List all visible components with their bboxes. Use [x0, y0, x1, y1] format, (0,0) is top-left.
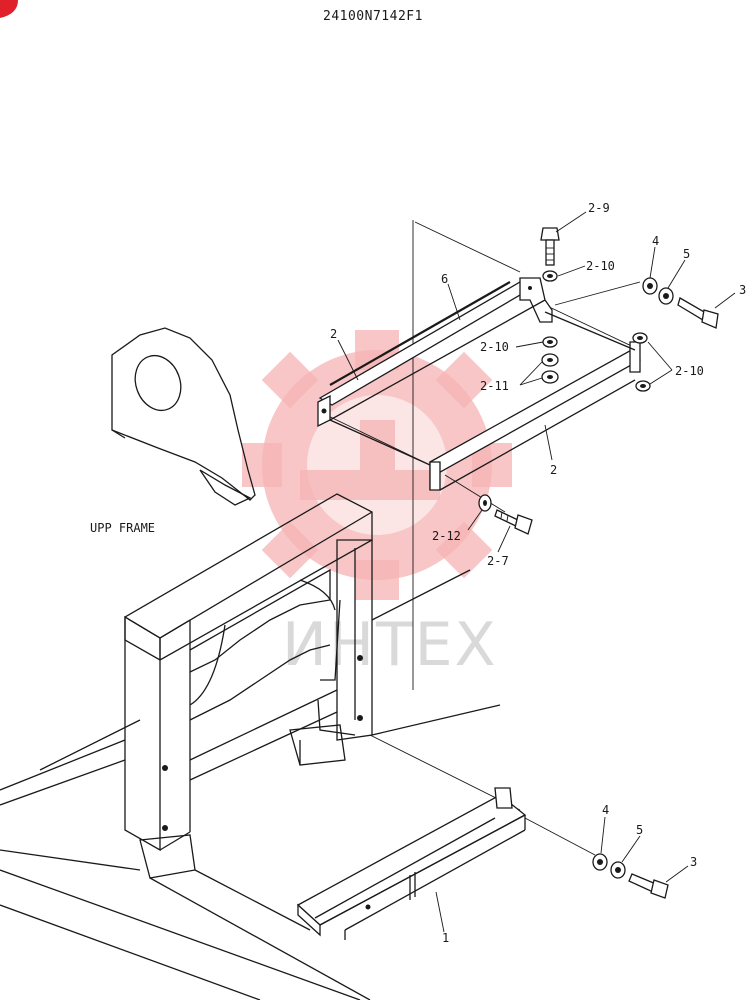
callout-4-bottom: 4 [602, 803, 609, 817]
callout-5-top: 5 [683, 247, 690, 261]
wing-bolt-2-7 [494, 509, 533, 535]
corner-mark [0, 0, 18, 18]
callout-2-10-top: 2-10 [586, 259, 615, 273]
callout-2-9: 2-9 [588, 201, 610, 215]
callout-2-11: 2-11 [480, 379, 509, 393]
callout-2-10-mid: 2-10 [480, 340, 509, 354]
bolt-2-9 [540, 227, 560, 266]
watermark-text: ИНТЕХ [282, 610, 498, 680]
washer-5-bottom [610, 861, 626, 879]
upper-frame [0, 493, 501, 1000]
lower-tray-part-1 [296, 787, 527, 940]
callout-2-10-right: 2-10 [675, 364, 704, 378]
upper-tray-part-2 [317, 277, 641, 491]
leader-lines [337, 211, 736, 933]
nut-2-10-top [542, 270, 558, 282]
callout-6: 6 [441, 272, 448, 286]
bolt-3-top [677, 297, 719, 329]
washer-5-top [658, 287, 674, 305]
spacers-2-11 [541, 353, 559, 384]
washer-4-top [642, 277, 658, 295]
nuts-2-10-right [632, 332, 651, 392]
frame-label: UPP FRAME [90, 521, 155, 535]
callout-2-7: 2-7 [487, 554, 509, 568]
washer-2-12 [478, 494, 492, 512]
callout-3-bottom: 3 [690, 855, 697, 869]
bolt-3-bottom [628, 873, 669, 899]
callout-2-left: 2 [330, 327, 337, 341]
callout-2-12: 2-12 [432, 529, 461, 543]
callout-5-bottom: 5 [636, 823, 643, 837]
nut-2-10-mid [542, 336, 558, 348]
washer-4-bottom [592, 853, 608, 871]
callout-2-lower: 2 [550, 463, 557, 477]
callout-4-top: 4 [652, 234, 659, 248]
callout-3-top: 3 [739, 283, 746, 297]
callout-1: 1 [442, 931, 449, 945]
drawing-number: 24100N7142F1 [323, 9, 423, 24]
frame-lug [111, 327, 256, 506]
